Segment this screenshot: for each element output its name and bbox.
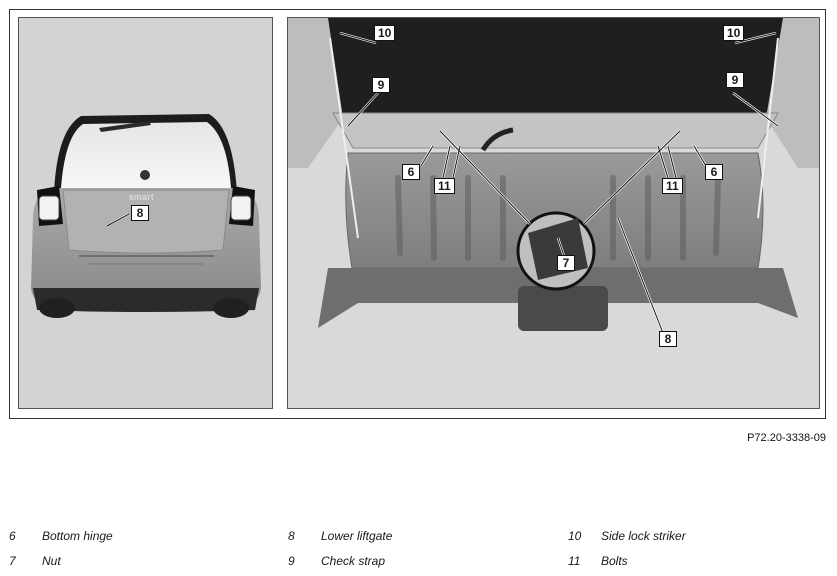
trunk-view: 10 10 9 9 6 6 11 11 7 8 <box>287 17 820 409</box>
callout-check-strap-right: 9 <box>726 72 744 88</box>
callout-side-lock-striker-right: 10 <box>723 25 745 41</box>
callout-bolts-right: 11 <box>662 178 683 194</box>
legend-label: Lower liftgate <box>321 529 393 543</box>
legend-label: Bolts <box>601 554 628 568</box>
figure-frame <box>9 9 826 419</box>
legend-number: 11 <box>568 554 581 568</box>
legend-number: 10 <box>568 529 582 543</box>
callout-nut: 7 <box>557 255 575 271</box>
legend-label: Bottom hinge <box>42 529 113 543</box>
legend-item-bolts: 11 Bolts <box>568 554 628 568</box>
legend-number: 9 <box>288 554 295 568</box>
legend-number: 6 <box>9 529 16 543</box>
legend-label: Side lock striker <box>601 529 686 543</box>
callout-lower-liftgate-left: 8 <box>131 205 149 221</box>
legend-item-nut: 7 Nut <box>9 554 61 568</box>
legend-label: Nut <box>42 554 61 568</box>
legend-number: 8 <box>288 529 295 543</box>
legend-item-bottom-hinge: 6 Bottom hinge <box>9 529 113 543</box>
callout-bolts-left: 11 <box>434 178 455 194</box>
legend: 6 Bottom hinge 7 Nut 8 Lower liftgate 9 … <box>0 523 837 576</box>
callout-bottom-hinge-right: 6 <box>705 164 723 180</box>
figure-reference: P72.20-3338-09 <box>747 432 826 444</box>
legend-item-lower-liftgate: 8 Lower liftgate <box>288 529 392 543</box>
callout-bottom-hinge-left: 6 <box>402 164 420 180</box>
callout-check-strap-left: 9 <box>372 77 390 93</box>
legend-item-side-lock-striker: 10 Side lock striker <box>568 529 686 543</box>
legend-number: 7 <box>9 554 16 568</box>
car-rear-illustration <box>31 114 261 318</box>
car-badge-text: smart <box>129 192 154 202</box>
callout-side-lock-striker-left: 10 <box>374 25 396 41</box>
legend-label: Check strap <box>321 554 386 568</box>
legend-item-check-strap: 9 Check strap <box>288 554 385 568</box>
car-rear-view: smart 8 <box>18 17 273 409</box>
callout-lower-liftgate-right: 8 <box>659 331 677 347</box>
